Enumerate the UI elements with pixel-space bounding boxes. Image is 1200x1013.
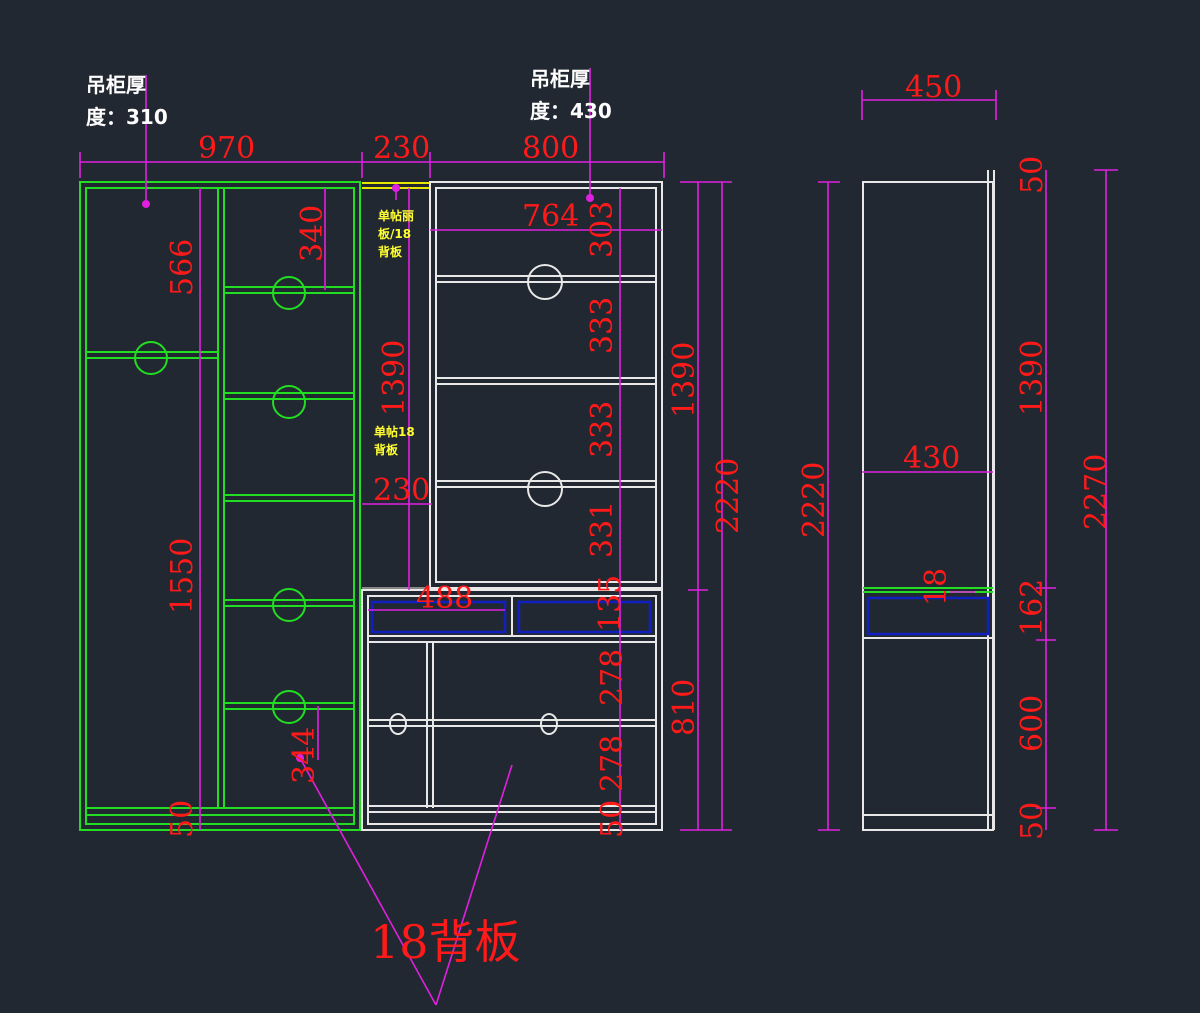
yellow-note-2-line1: 单帖18 xyxy=(374,424,415,439)
yellow-note-2-line2: 背板 xyxy=(374,442,399,457)
dim-344: 344 xyxy=(287,727,322,784)
dim-488: 488 xyxy=(416,581,473,616)
dim-278-a: 278 xyxy=(595,649,630,706)
dim-331: 331 xyxy=(585,501,620,558)
drawer-left xyxy=(370,600,507,634)
yellow-note-1-line2: 板/18 xyxy=(378,226,411,241)
dim-1550: 1550 xyxy=(165,538,200,614)
dim-970: 970 xyxy=(198,131,255,166)
dim-340: 340 xyxy=(295,205,330,262)
dim-566: 566 xyxy=(165,239,200,296)
dim-side-2220: 2220 xyxy=(797,462,832,538)
back-panel-label: 18背板 xyxy=(370,915,521,969)
dim-side-430: 430 xyxy=(903,441,960,476)
dim-333-a: 333 xyxy=(585,297,620,354)
yellow-note-1-line3: 背板 xyxy=(378,244,403,259)
dim-278-b: 278 xyxy=(595,735,630,792)
dim-50-left: 50 xyxy=(165,800,200,838)
dim-230-top: 230 xyxy=(373,131,430,166)
dim-135: 135 xyxy=(593,575,628,632)
dim-1390-mid: 1390 xyxy=(377,340,412,416)
side-elevation xyxy=(862,170,995,831)
dim-side-50-bottom: 50 xyxy=(1015,802,1050,840)
left-depth-note-line1: 吊柜厚 xyxy=(86,73,146,97)
dim-2220-right: 2220 xyxy=(711,458,746,534)
dim-1390-right: 1390 xyxy=(667,342,702,418)
left-depth-note-line2: 度：310 xyxy=(86,105,168,129)
dim-50-right: 50 xyxy=(595,800,630,838)
dim-230-mid: 230 xyxy=(373,473,430,508)
dim-303: 303 xyxy=(585,201,620,258)
dim-side-600: 600 xyxy=(1015,695,1050,752)
dim-side-50-top: 50 xyxy=(1015,156,1050,194)
hanging-rod-icon xyxy=(134,341,168,375)
right-depth-note-line2: 度：430 xyxy=(530,99,612,123)
dim-side-2270: 2270 xyxy=(1079,454,1114,530)
right-depth-note-line1: 吊柜厚 xyxy=(530,67,590,91)
yellow-note-1-line1: 单帖丽 xyxy=(378,208,414,223)
dim-side-18: 18 xyxy=(919,568,954,606)
dim-764: 764 xyxy=(522,199,579,234)
drawer-right xyxy=(517,600,652,634)
dimension-lines xyxy=(79,68,1118,1006)
dim-side-1390: 1390 xyxy=(1015,340,1050,416)
dim-side-162: 162 xyxy=(1015,579,1050,636)
dim-333-b: 333 xyxy=(585,401,620,458)
vertical-dimensions: 566 1550 50 340 344 1390 303 333 333 331… xyxy=(165,156,1114,840)
right-cabinet-elevation xyxy=(361,181,663,831)
dim-side-450: 450 xyxy=(905,70,962,105)
dim-810: 810 xyxy=(667,679,702,736)
dim-800: 800 xyxy=(522,131,579,166)
left-wardrobe-elevation xyxy=(79,181,361,831)
